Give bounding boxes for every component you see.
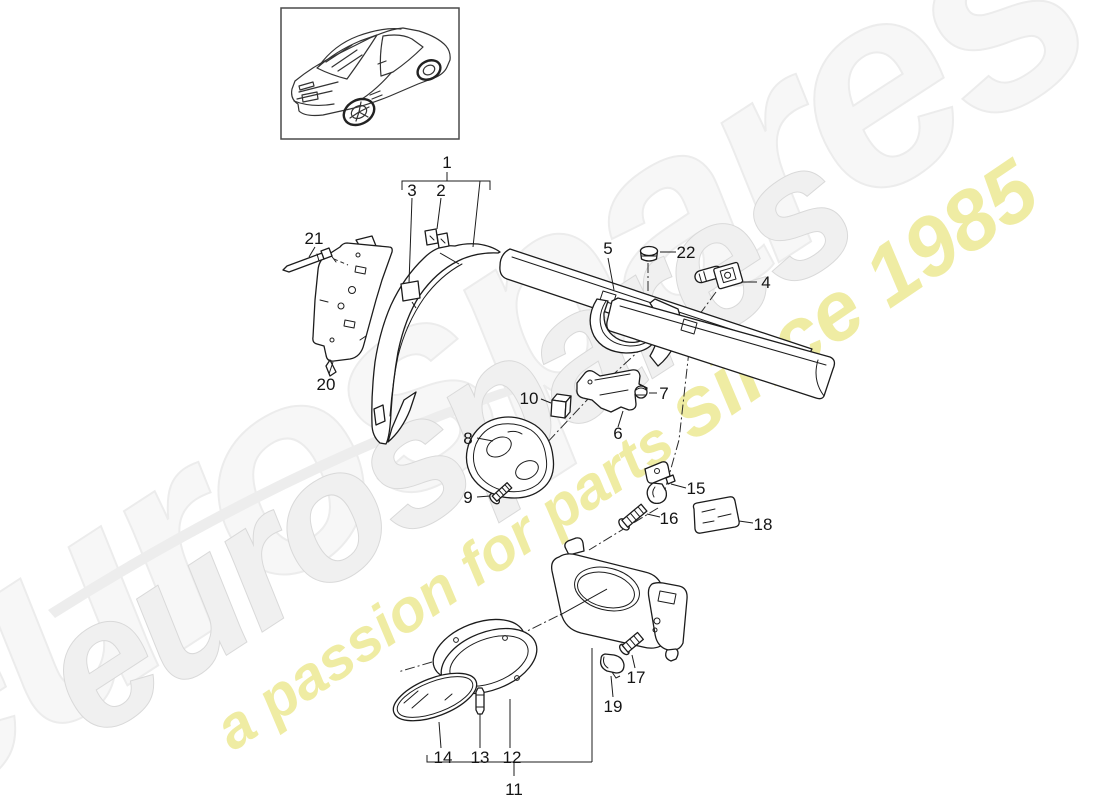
car-thumbnail bbox=[280, 7, 460, 140]
callout-labels: 1 2 3 4 5 6 7 8 9 10 11 12 13 14 15 16 1… bbox=[305, 153, 773, 799]
part-16-screw bbox=[618, 503, 648, 531]
part-19-cap bbox=[599, 653, 625, 679]
part-17-screw bbox=[618, 631, 644, 656]
part-22-grommet bbox=[639, 245, 659, 262]
callout-12: 12 bbox=[503, 748, 522, 767]
callout-11: 11 bbox=[505, 780, 523, 799]
part-20-bracket-plate bbox=[312, 235, 393, 377]
part-11-sun-visor bbox=[551, 537, 688, 662]
part-3-pad bbox=[400, 280, 421, 309]
callout-9: 9 bbox=[463, 488, 472, 507]
callout-8: 8 bbox=[463, 429, 472, 448]
callout-10: 10 bbox=[520, 389, 539, 408]
part-8-mirror-base-cover bbox=[465, 416, 555, 499]
part-14-mirror-glass bbox=[392, 672, 478, 722]
callout-16: 16 bbox=[660, 509, 679, 528]
callout-6: 6 bbox=[613, 424, 622, 443]
callout-19: 19 bbox=[604, 697, 623, 716]
callout-17: 17 bbox=[627, 668, 646, 687]
part-4-clip bbox=[694, 261, 744, 290]
callout-7: 7 bbox=[659, 384, 668, 403]
part-2-clip bbox=[424, 228, 460, 265]
part-21-pin bbox=[282, 247, 349, 273]
callout-20: 20 bbox=[317, 375, 336, 394]
callout-4: 4 bbox=[761, 273, 770, 292]
callout-3: 3 bbox=[407, 181, 416, 200]
part-13-bulb bbox=[475, 687, 485, 715]
car-front-wheel bbox=[416, 59, 442, 81]
parts-art bbox=[282, 228, 836, 722]
callout-14: 14 bbox=[434, 748, 453, 767]
callout-leaders bbox=[308, 172, 757, 776]
callout-13: 13 bbox=[471, 748, 490, 767]
callout-15: 15 bbox=[687, 479, 706, 498]
callout-5: 5 bbox=[603, 239, 612, 258]
callout-2: 2 bbox=[436, 181, 445, 200]
part-9-screw bbox=[489, 482, 513, 505]
callout-21: 21 bbox=[305, 229, 324, 248]
car-rear-wheel bbox=[342, 97, 376, 127]
part-18-pad bbox=[692, 496, 740, 534]
car-line-art bbox=[291, 27, 451, 127]
callout-22: 22 bbox=[677, 243, 696, 262]
windscreen-frame-trim-right bbox=[606, 297, 836, 400]
callout-1: 1 bbox=[442, 153, 451, 172]
callout-18: 18 bbox=[754, 515, 773, 534]
part-7-nut bbox=[634, 385, 648, 399]
part-10-block bbox=[550, 393, 572, 419]
part-15-hook bbox=[644, 461, 676, 505]
